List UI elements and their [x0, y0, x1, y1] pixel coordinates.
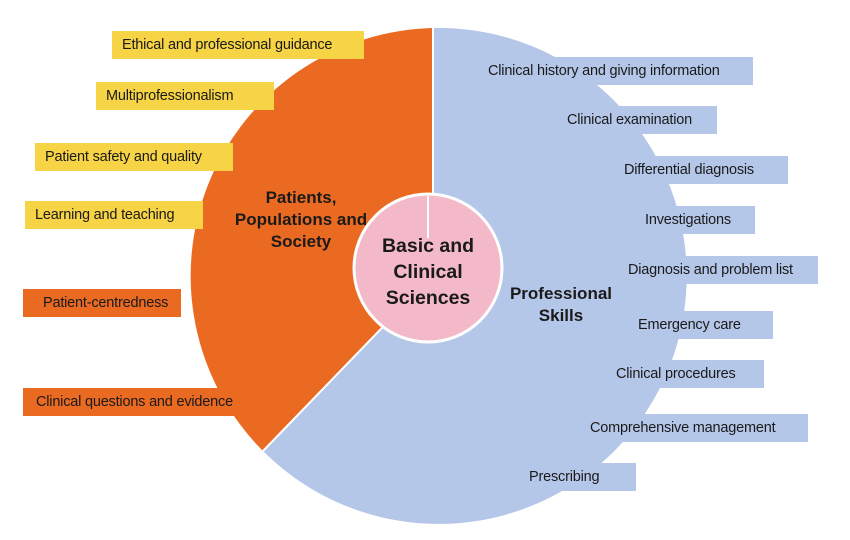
tag-clinical-history: Clinical history and giving information — [478, 57, 753, 85]
tag-differential-diagnosis: Differential diagnosis — [614, 156, 788, 184]
tag-clinical-procedures: Clinical procedures — [606, 360, 764, 388]
tag-prescribing: Prescribing — [519, 463, 636, 491]
tag-ethical-professional-guidance: Ethical and professional guidance — [112, 31, 364, 59]
tag-patient-centredness: Patient-centredness — [23, 289, 181, 317]
tag-learning-teaching: Learning and teaching — [25, 201, 203, 229]
sector-label-line: Populations and — [234, 210, 368, 229]
tag-diagnosis-problem-list: Diagnosis and problem list — [618, 256, 818, 284]
patients-populations-society-sector — [190, 28, 433, 451]
sector-label-line: Patients, — [265, 188, 337, 207]
tag-multiprofessionalism: Multiprofessionalism — [96, 82, 274, 110]
tag-emergency-care: Emergency care — [628, 311, 773, 339]
tag-patient-safety-quality: Patient safety and quality — [35, 143, 233, 171]
sector-label-patients-populations-society: Patients, Populations and Society — [228, 187, 374, 253]
center-label-line: Sciences — [385, 287, 471, 309]
center-label: Basic and Clinical Sciences — [360, 233, 496, 311]
tag-clinical-examination: Clinical examination — [557, 106, 717, 134]
sector-label-professional-skills: Professional Skills — [500, 283, 622, 327]
sector-label-line: Skills — [538, 306, 584, 325]
tag-clinical-questions-evidence: Clinical questions and evidence — [23, 388, 261, 416]
basic-clinical-sciences-circle — [352, 192, 504, 344]
center-label-line: Clinical — [393, 261, 463, 283]
center-label-line: Basic and — [381, 235, 475, 257]
sector-label-line: Society — [270, 232, 332, 251]
tag-comprehensive-management: Comprehensive management — [580, 414, 808, 442]
sector-label-line: Professional — [509, 284, 613, 303]
tag-investigations: Investigations — [635, 206, 755, 234]
